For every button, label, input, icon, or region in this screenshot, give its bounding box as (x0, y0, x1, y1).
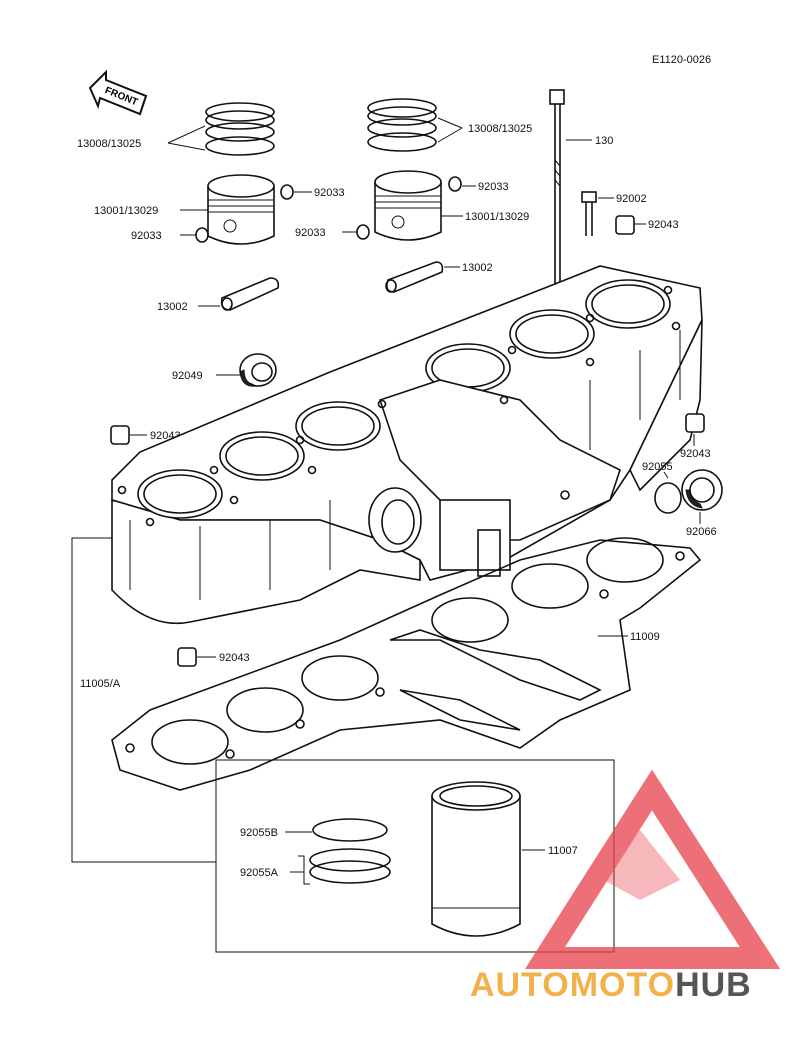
label-gasket: 11009 (630, 631, 660, 643)
piston-right (374, 170, 442, 241)
watermark-logo (524, 769, 781, 969)
watermark-part1: AUTOMOTO (470, 966, 676, 1004)
label-pin-left: 13002 (157, 301, 188, 313)
oil-seal (239, 353, 277, 387)
piston-rings-right (367, 98, 437, 152)
clip-left-bottom (195, 227, 209, 243)
cylinder-block (111, 265, 703, 625)
label-pin-right: 13002 (462, 262, 493, 274)
dowel-bottom (177, 647, 197, 667)
dowel-left (110, 425, 130, 445)
label-piston-left: 13001/13029 (94, 205, 158, 217)
cylinder-liner (431, 781, 521, 937)
label-clip-right-top: 92033 (478, 181, 509, 193)
label-oring-a: 92055A (240, 867, 279, 879)
label-cylinder-block: 11005/A (80, 678, 121, 690)
label-dowel-right: 92043 (680, 448, 711, 460)
label-seal-right: 92066 (686, 526, 717, 538)
label-liner: 11007 (548, 845, 578, 857)
piston-rings-left (205, 102, 275, 156)
label-dowel-top-right: 92043 (648, 219, 679, 231)
piston-pin-right (385, 261, 444, 293)
label-bolt-small: 92002 (616, 193, 647, 205)
label-dowel-bottom: 92043 (219, 652, 250, 664)
diagram-code: E1120-0026 (652, 54, 711, 66)
oring-right (654, 482, 682, 514)
oring-a (309, 848, 391, 884)
piston-pin-left (220, 277, 280, 311)
label-piston-right: 13001/13029 (465, 211, 529, 223)
watermark-text: AUTOMOTOHUB (470, 966, 752, 1005)
label-clip-left-bottom: 92033 (131, 230, 162, 242)
oring-b (312, 818, 388, 842)
clip-right-top (448, 176, 462, 192)
label-oring-right: 92055 (642, 461, 673, 473)
clip-right-bottom (356, 224, 370, 240)
cylinder-gasket (111, 537, 702, 791)
label-rings-left: 13008/13025 (77, 138, 141, 150)
watermark-part2: HUB (675, 966, 752, 1004)
small-bolt (581, 191, 597, 236)
dowel-right (685, 413, 705, 433)
label-oil-seal: 92049 (172, 370, 203, 382)
clip-left-top (280, 184, 294, 200)
label-clip-left-top: 92033 (314, 187, 345, 199)
label-rings-right: 13008/13025 (468, 123, 532, 135)
label-bolt: 130 (595, 135, 613, 147)
dowel-top-right (615, 215, 635, 235)
front-arrow-icon: FRONT (88, 69, 148, 116)
label-clip-right-bottom: 92033 (295, 227, 326, 239)
piston-left (207, 174, 275, 245)
label-oring-b: 92055B (240, 827, 278, 839)
seal-right (681, 469, 723, 511)
